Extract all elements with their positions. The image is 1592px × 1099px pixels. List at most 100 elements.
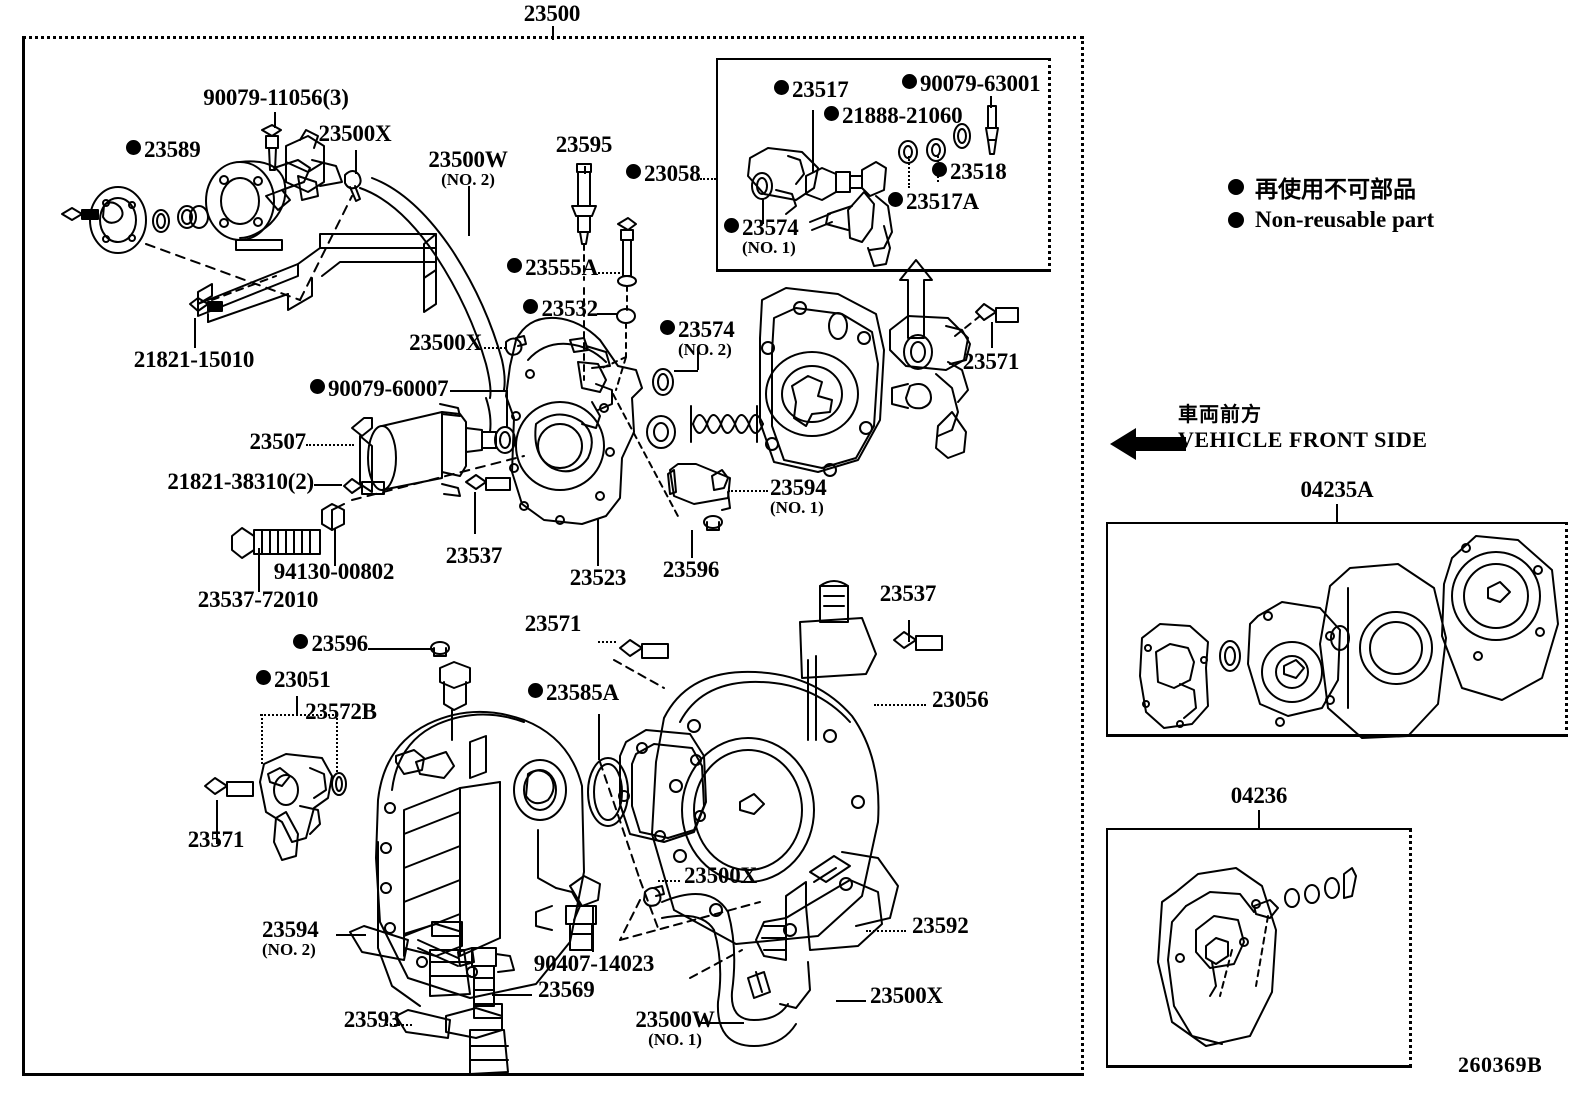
label-23500w-1-num: 23500W [635,1007,715,1032]
leader-23507 [306,444,354,446]
label-23593: 23593 [322,1008,422,1031]
leader-23571-b [216,800,218,844]
label-23585a: 23585A [528,681,619,704]
non-reusable-dot-icon [888,192,903,207]
leader-23594-1 [728,490,768,492]
label-23500w-1: 23500W (NO. 1) [620,1008,730,1049]
label-23537-72010-num: 23537-72010 [197,587,319,612]
legend-jp-text: 再使用不可部品 [1255,177,1416,203]
label-23051-num: 23051 [274,667,331,692]
front-jp-text: 車両前方 [1178,402,1262,426]
label-23594-2-sub: (NO. 2) [262,940,316,960]
non-reusable-dot-icon [774,80,789,95]
leader-94130 [334,528,336,566]
non-reusable-dot-icon [902,74,917,89]
label-23500w-2-sub: (NO. 2) [441,170,495,190]
label-23571-a: 23571 [941,350,1041,373]
non-reusable-dot-icon [310,379,325,394]
non-reusable-dot-icon [523,299,539,314]
label-23555a-num: 23555A [525,255,598,280]
leader-23500x-d [836,1000,866,1002]
label-23594-1: 23594 (NO. 1) [770,476,827,517]
label-23574-1: 23574 (NO. 1) [724,216,799,257]
label-23589-num: 23589 [144,137,201,162]
leader-23058 [700,178,716,180]
label-23056-num: 23056 [932,687,989,712]
non-reusable-dot-icon [1228,212,1244,228]
label-23594-1-sub: (NO. 1) [770,498,824,518]
non-reusable-dot-icon [932,162,947,177]
label-23574-2-sub: (NO. 2) [678,340,732,360]
label-90079-11056: 90079-11056(3) [176,86,376,109]
label-23507-num: 23507 [249,429,306,454]
label-23532: 23532 [398,297,598,320]
non-reusable-dot-icon [660,320,675,335]
label-23518-num: 23518 [950,159,1007,184]
inset-frame-top [716,58,1051,272]
leader-23500x-a [355,150,357,174]
leader-23500w2 [468,186,470,236]
label-04236: 04236 [1209,784,1309,807]
inset-frame-04236 [1106,828,1412,1068]
label-90079-60007: 90079-60007 [310,377,449,400]
leader-90079-11056 [274,112,276,128]
leader-23523 [597,518,599,566]
label-23569-num: 23569 [538,977,595,1002]
leader-23555a [598,272,620,274]
label-23585a-num: 23585A [546,680,619,705]
label-23500x-b-num: 23500X [409,330,482,355]
label-23500x-c: 23500X [684,864,757,887]
leader-23571-a [991,322,993,348]
label-21821-15010: 21821-15010 [114,348,274,371]
label-94130-00802-num: 94130-00802 [273,559,395,584]
label-21888-21060-num: 21888-21060 [842,103,963,128]
leader-23585a [598,714,600,760]
label-23571-b-num: 23571 [187,827,245,852]
non-reusable-dot-icon [824,106,839,121]
non-reusable-dot-icon [293,634,309,649]
label-23500w-2-num: 23500W [428,147,508,172]
label-23595-num: 23595 [555,132,613,157]
label-23500: 23500 [502,2,602,25]
label-23500x-d-num: 23500X [870,983,943,1008]
label-90407-14023: 90407-14023 [516,952,672,975]
label-23058: 23058 [626,162,701,185]
label-23500x-a: 23500X [305,122,405,145]
leader-23572b [336,714,338,772]
label-23500x-d: 23500X [870,984,943,1007]
leader-23569 [492,994,532,996]
front-arrow-icon [1110,428,1186,460]
label-04236-num: 04236 [1230,783,1288,808]
label-23592: 23592 [912,914,969,937]
label-23571-c-num: 23571 [524,611,582,636]
vehicle-front-side-note: 車両前方 VEHICLE FRONT SIDE [1178,398,1427,453]
non-reusable-dot-icon [507,258,523,273]
leader-23537-72010 [258,548,260,592]
leader-23500 [552,26,554,40]
label-21821-38310: 21821-38310(2) [134,470,314,493]
label-23596-b: 23596 [228,632,368,655]
label-23532-num: 23532 [541,296,598,321]
label-23596-a: 23596 [641,558,741,581]
label-23537-b: 23537 [858,582,958,605]
label-23555a: 23555A [398,256,598,279]
label-23571-a-num: 23571 [962,349,1020,374]
label-23500w-2: 23500W (NO. 2) [418,148,518,189]
label-23056: 23056 [932,688,989,711]
leader-23595 [584,166,586,174]
non-reusable-dot-icon [626,164,641,179]
leader-23574-1 [762,198,764,224]
leader-23500w1 [698,1022,744,1024]
label-23594-1-num: 23594 [770,475,827,500]
label-23593-num: 23593 [343,1007,401,1032]
leader-23592 [866,930,906,932]
leader-21888 [908,156,910,188]
label-23572b-num: 23572B [305,699,377,724]
non-reusable-dot-icon [256,670,271,685]
label-23569: 23569 [538,978,595,1001]
label-23571-b: 23571 [166,828,266,851]
label-23595: 23595 [534,133,634,156]
label-94130-00802: 94130-00802 [254,560,414,583]
leader-23051b [260,714,334,716]
label-04235a-num: 04235A [1300,477,1374,502]
